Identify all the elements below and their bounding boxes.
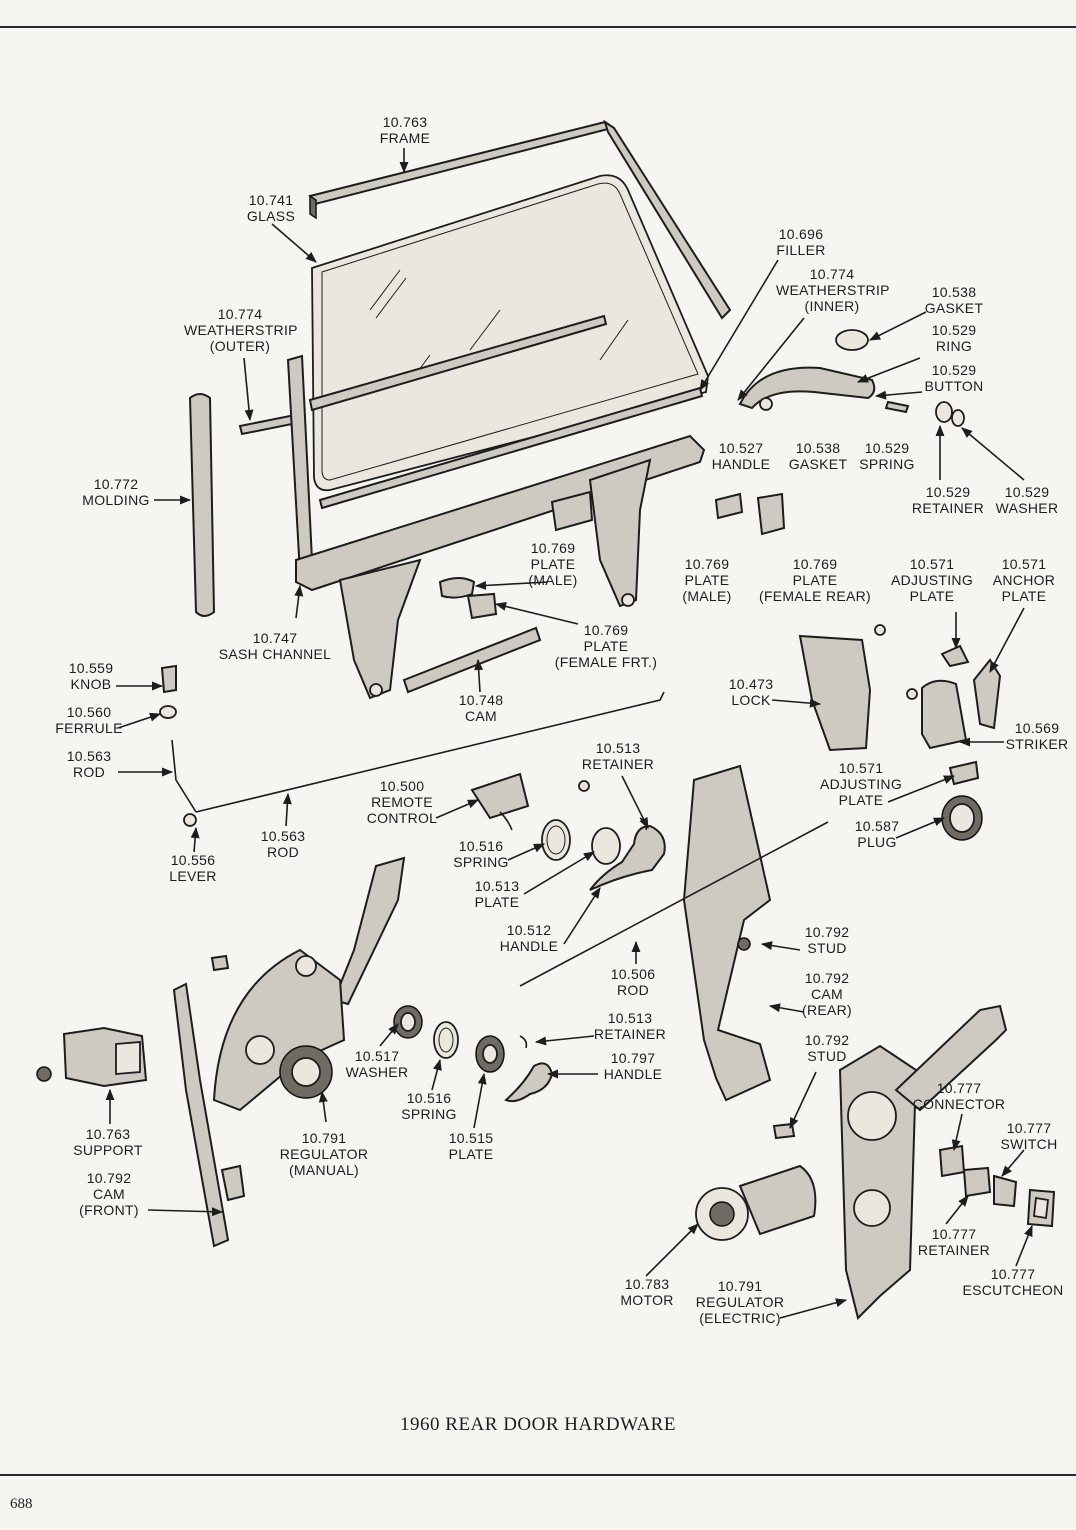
window-frame-part <box>308 119 732 320</box>
lock-part <box>798 624 886 752</box>
window-handle-group-lower <box>393 1005 554 1103</box>
support-part <box>36 1026 148 1088</box>
top-rule <box>0 26 1076 28</box>
electric-regulator-part <box>838 1004 1008 1320</box>
plate-parts-front <box>438 492 786 620</box>
remote-rod-part <box>159 664 665 827</box>
striker-part <box>906 644 1002 750</box>
inner-weatherstrip-part <box>308 314 704 510</box>
leader-lines <box>105 148 1033 1319</box>
window-handle-group-upper <box>541 780 666 891</box>
cam-part <box>402 626 542 694</box>
bottom-rule <box>0 1474 1076 1476</box>
front-cam-part <box>172 982 246 1248</box>
molding-part <box>188 393 216 617</box>
motor-part <box>695 1164 817 1241</box>
rear-cam-part <box>519 764 829 1140</box>
page-number: 688 <box>10 1496 33 1512</box>
sash-channel-part <box>286 354 706 700</box>
plug-part <box>941 760 983 841</box>
diagram-caption: 1960 REAR DOOR HARDWARE <box>400 1414 676 1435</box>
outside-handle-part <box>738 329 965 427</box>
remote-control-part <box>470 772 530 831</box>
manual-regulator-part <box>210 856 406 1112</box>
switch-parts <box>938 1144 1056 1228</box>
